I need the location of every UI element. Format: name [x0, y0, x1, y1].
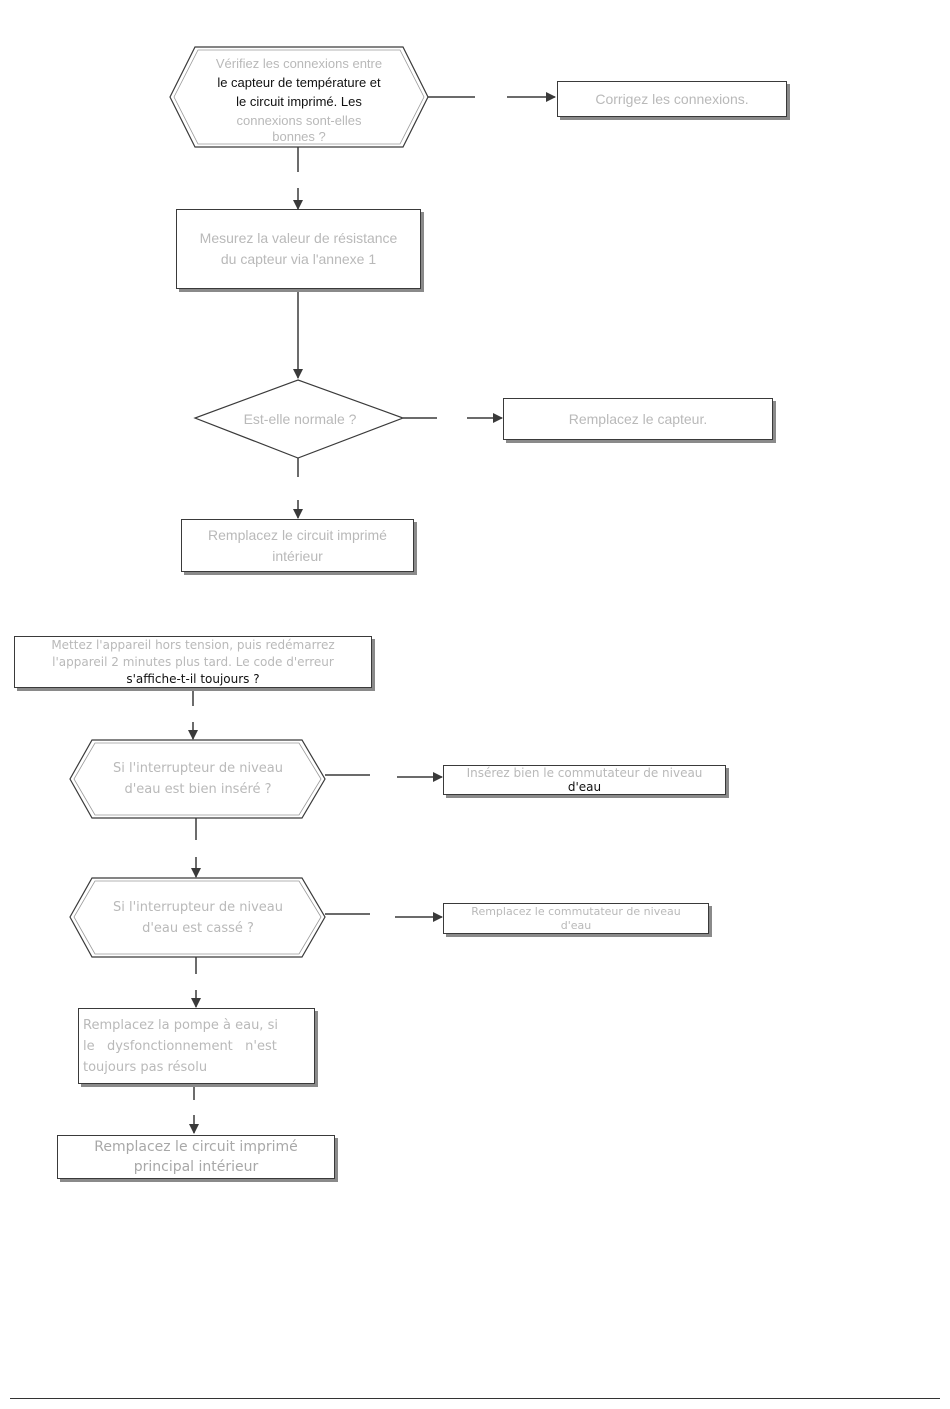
m5-line2: d'eau [560, 918, 592, 932]
m6-line2: le dysfonctionnement n'est [83, 1038, 277, 1054]
decision-hexagon-insere [69, 739, 326, 819]
decision-normale-text: Est-elle normale ? [205, 405, 395, 433]
n6-line1: Remplacez le circuit imprimé [208, 526, 387, 543]
process-mettez-hors-tension: Mettez l'appareil hors tension, puis red… [14, 636, 372, 688]
m4-line1: Si l'interrupteur de niveau [112, 900, 284, 915]
decision-hexagon-connections [169, 46, 429, 148]
m4-line2: d'eau est cassé ? [142, 921, 254, 936]
decision-hexagon-casse [69, 877, 326, 958]
m2-line2: d'eau est bien inséré ? [124, 782, 272, 797]
n6-line2: intérieur [272, 547, 323, 564]
n2-text: Corrigez les connexions. [595, 91, 749, 107]
decision-insere-text: Si l'interrupteur de niveau d'eau est bi… [88, 755, 308, 803]
m7-line2: principal intérieur [133, 1159, 259, 1175]
n1-line3: le circuit imprimé. Les [236, 94, 362, 109]
footer-rule [10, 1398, 940, 1399]
process-remplacez-circuit-interieur: Remplacez le circuit imprimé intérieur [181, 519, 414, 572]
m5-line1: Remplacez le commutateur de niveau [471, 904, 681, 918]
m6-line3: toujours pas résolu [83, 1059, 208, 1075]
process-inserez-commutateur: Insérez bien le commutateur de niveau d'… [443, 765, 726, 795]
n1-line4: connexions sont-elles [236, 113, 362, 128]
m2-line1: Si l'interrupteur de niveau [112, 761, 284, 776]
process-corrigez-connexions: Corrigez les connexions. [557, 81, 787, 117]
m3-line1: Insérez bien le commutateur de niveau [466, 766, 703, 780]
m6-line1: Remplacez la pompe à eau, si [83, 1017, 278, 1033]
n5-text: Remplacez le capteur. [568, 411, 708, 427]
m1-line2: l'appareil 2 minutes plus tard. Le code … [52, 654, 334, 669]
n1-line1: Vérifiez les connexions entre [215, 56, 383, 71]
process-remplacez-commutateur: Remplacez le commutateur de niveau d'eau [443, 903, 709, 934]
process-remplacez-pompe: Remplacez la pompe à eau, si le dysfonct… [78, 1008, 315, 1084]
n3-line1: Mesurez la valeur de résistance [199, 230, 398, 246]
m1-line1: Mettez l'appareil hors tension, puis red… [51, 637, 335, 652]
n1-line2: le capteur de température et [217, 75, 381, 90]
m7-line1: Remplacez le circuit imprimé [94, 1139, 298, 1155]
n3-line2: du capteur via l'annexe 1 [220, 251, 377, 267]
n1-line5: bonnes ? [272, 129, 326, 144]
process-remplacez-circuit-principal: Remplacez le circuit imprimé principal i… [57, 1135, 335, 1179]
m1-line3: s'affiche-t-il toujours ? [126, 671, 260, 686]
n4-text: Est-elle normale ? [243, 411, 357, 427]
process-remplacez-capteur: Remplacez le capteur. [503, 398, 773, 440]
m3-line2: d'eau [567, 780, 602, 794]
process-mesurez-resistance: Mesurez la valeur de résistance du capte… [176, 209, 421, 289]
decision-casse-text: Si l'interrupteur de niveau d'eau est ca… [88, 894, 308, 942]
decision-connections-text: Vérifiez les connexions entre le capteur… [188, 49, 410, 149]
